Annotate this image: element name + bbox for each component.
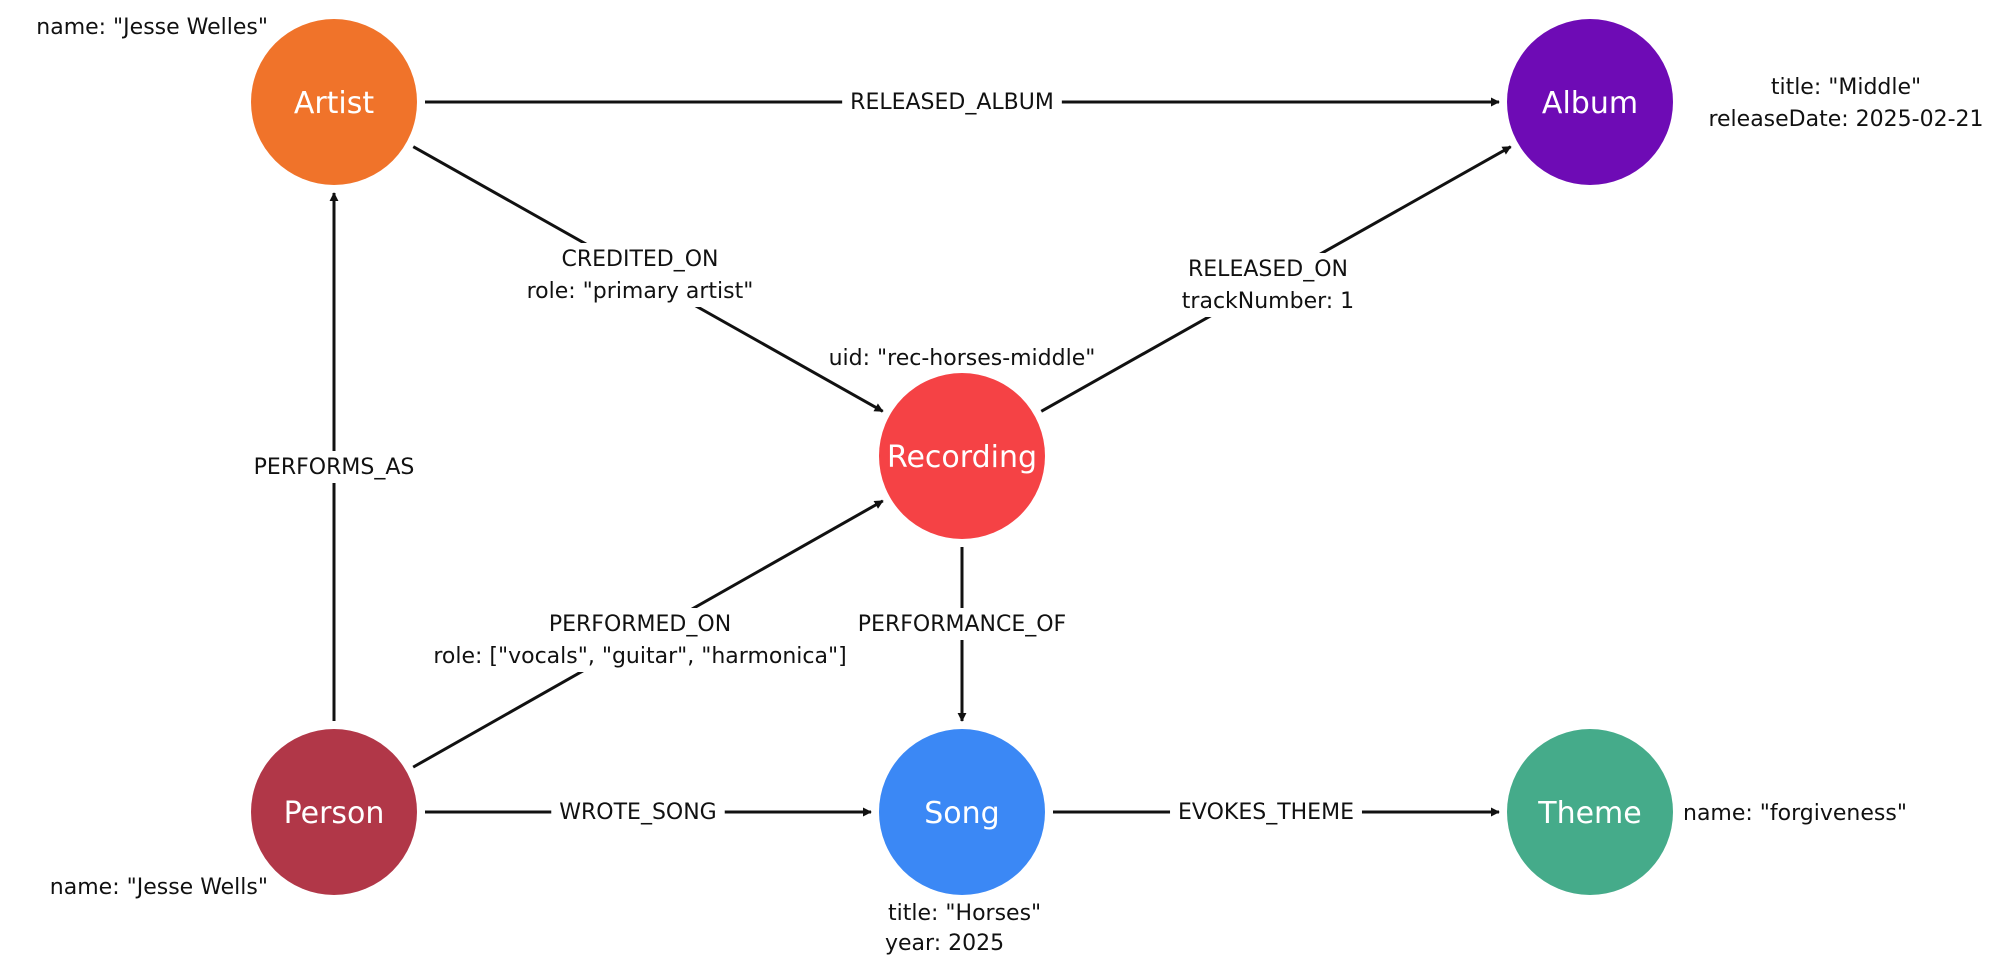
node-circle[interactable] xyxy=(251,729,417,895)
edge-type-label: PERFORMS_AS xyxy=(254,455,415,480)
node-properties-person: name: "Jesse Wells" xyxy=(50,875,268,900)
edge-label-background xyxy=(1173,253,1363,317)
node-label: Recording xyxy=(887,440,1037,475)
node-properties-theme: name: "forgiveness" xyxy=(1683,801,1907,826)
edge-label-background xyxy=(425,608,855,672)
edge-type-label: RELEASED_ON xyxy=(1188,257,1348,282)
edge-label-wrote-song: WROTE_SONG xyxy=(551,796,725,828)
node-property: name: "Jesse Welles" xyxy=(36,15,268,40)
node-label: Theme xyxy=(1537,796,1641,831)
node-label: Album xyxy=(1542,86,1638,121)
node-circle[interactable] xyxy=(1507,19,1673,185)
node-person[interactable]: Person xyxy=(251,729,417,895)
node-property: uid: "rec-horses-middle" xyxy=(829,346,1096,371)
node-properties-recording: uid: "rec-horses-middle" xyxy=(829,346,1096,371)
node-label: Person xyxy=(284,796,385,831)
edge-label-released-album: RELEASED_ALBUM xyxy=(842,86,1062,118)
edge-type-label: WROTE_SONG xyxy=(559,800,716,825)
node-song[interactable]: Song xyxy=(879,729,1045,895)
edge-label-performance-of: PERFORMANCE_OF xyxy=(849,608,1075,640)
edge-type-label: PERFORMED_ON xyxy=(549,612,731,637)
node-property: releaseDate: 2025-02-21 xyxy=(1708,107,1983,132)
node-properties-album: title: "Middle" releaseDate: 2025-02-21 xyxy=(1708,75,1983,132)
node-property: title: "Middle" xyxy=(1771,75,1921,100)
node-label: Artist xyxy=(294,86,375,121)
edge-type-label: EVOKES_THEME xyxy=(1178,800,1354,825)
edge-label-evokes-theme: EVOKES_THEME xyxy=(1170,796,1362,828)
node-property: name: "forgiveness" xyxy=(1683,801,1907,826)
node-property: title: "Horses" xyxy=(888,901,1041,926)
labels-layer: RELEASED_ALBUM CREDITED_ON role: "primary … xyxy=(36,15,1983,956)
edge-label-background xyxy=(518,243,762,307)
edge-label-background xyxy=(842,86,1062,118)
node-property: year: 2025 xyxy=(885,931,1004,956)
node-circle[interactable] xyxy=(879,373,1045,539)
edge-type-label: CREDITED_ON xyxy=(561,247,718,272)
node-properties-song: title: "Horses" year: 2025 xyxy=(885,901,1041,956)
edge-property-label: role: "primary artist" xyxy=(527,279,754,304)
edge-property-label: role: ["vocals", "guitar", "harmonica"] xyxy=(433,644,846,669)
node-theme[interactable]: Theme xyxy=(1507,729,1673,895)
edge-label-background xyxy=(245,451,423,483)
edge-type-label: RELEASED_ALBUM xyxy=(850,90,1054,115)
edge-property-label: trackNumber: 1 xyxy=(1182,289,1354,314)
edge-label-performs-as: PERFORMS_AS xyxy=(245,451,423,483)
edge-label-background xyxy=(1170,796,1362,828)
edge-type-label: PERFORMANCE_OF xyxy=(858,612,1066,637)
edge-label-background xyxy=(551,796,725,828)
node-circle[interactable] xyxy=(1507,729,1673,895)
edge-label-released-on: RELEASED_ON trackNumber: 1 xyxy=(1173,253,1363,317)
edge-label-background xyxy=(849,608,1075,640)
node-property: name: "Jesse Wells" xyxy=(50,875,268,900)
node-circle[interactable] xyxy=(251,19,417,185)
node-properties-artist: name: "Jesse Welles" xyxy=(36,15,268,40)
node-recording[interactable]: Recording xyxy=(879,373,1045,539)
node-label: Song xyxy=(924,796,999,831)
node-album[interactable]: Album xyxy=(1507,19,1673,185)
node-artist[interactable]: Artist xyxy=(251,19,417,185)
edge-label-performed-on: PERFORMED_ON role: ["vocals", "guitar", "… xyxy=(425,608,855,672)
edge-label-credited-on: CREDITED_ON role: "primary artist" xyxy=(518,243,762,307)
node-circle[interactable] xyxy=(879,729,1045,895)
